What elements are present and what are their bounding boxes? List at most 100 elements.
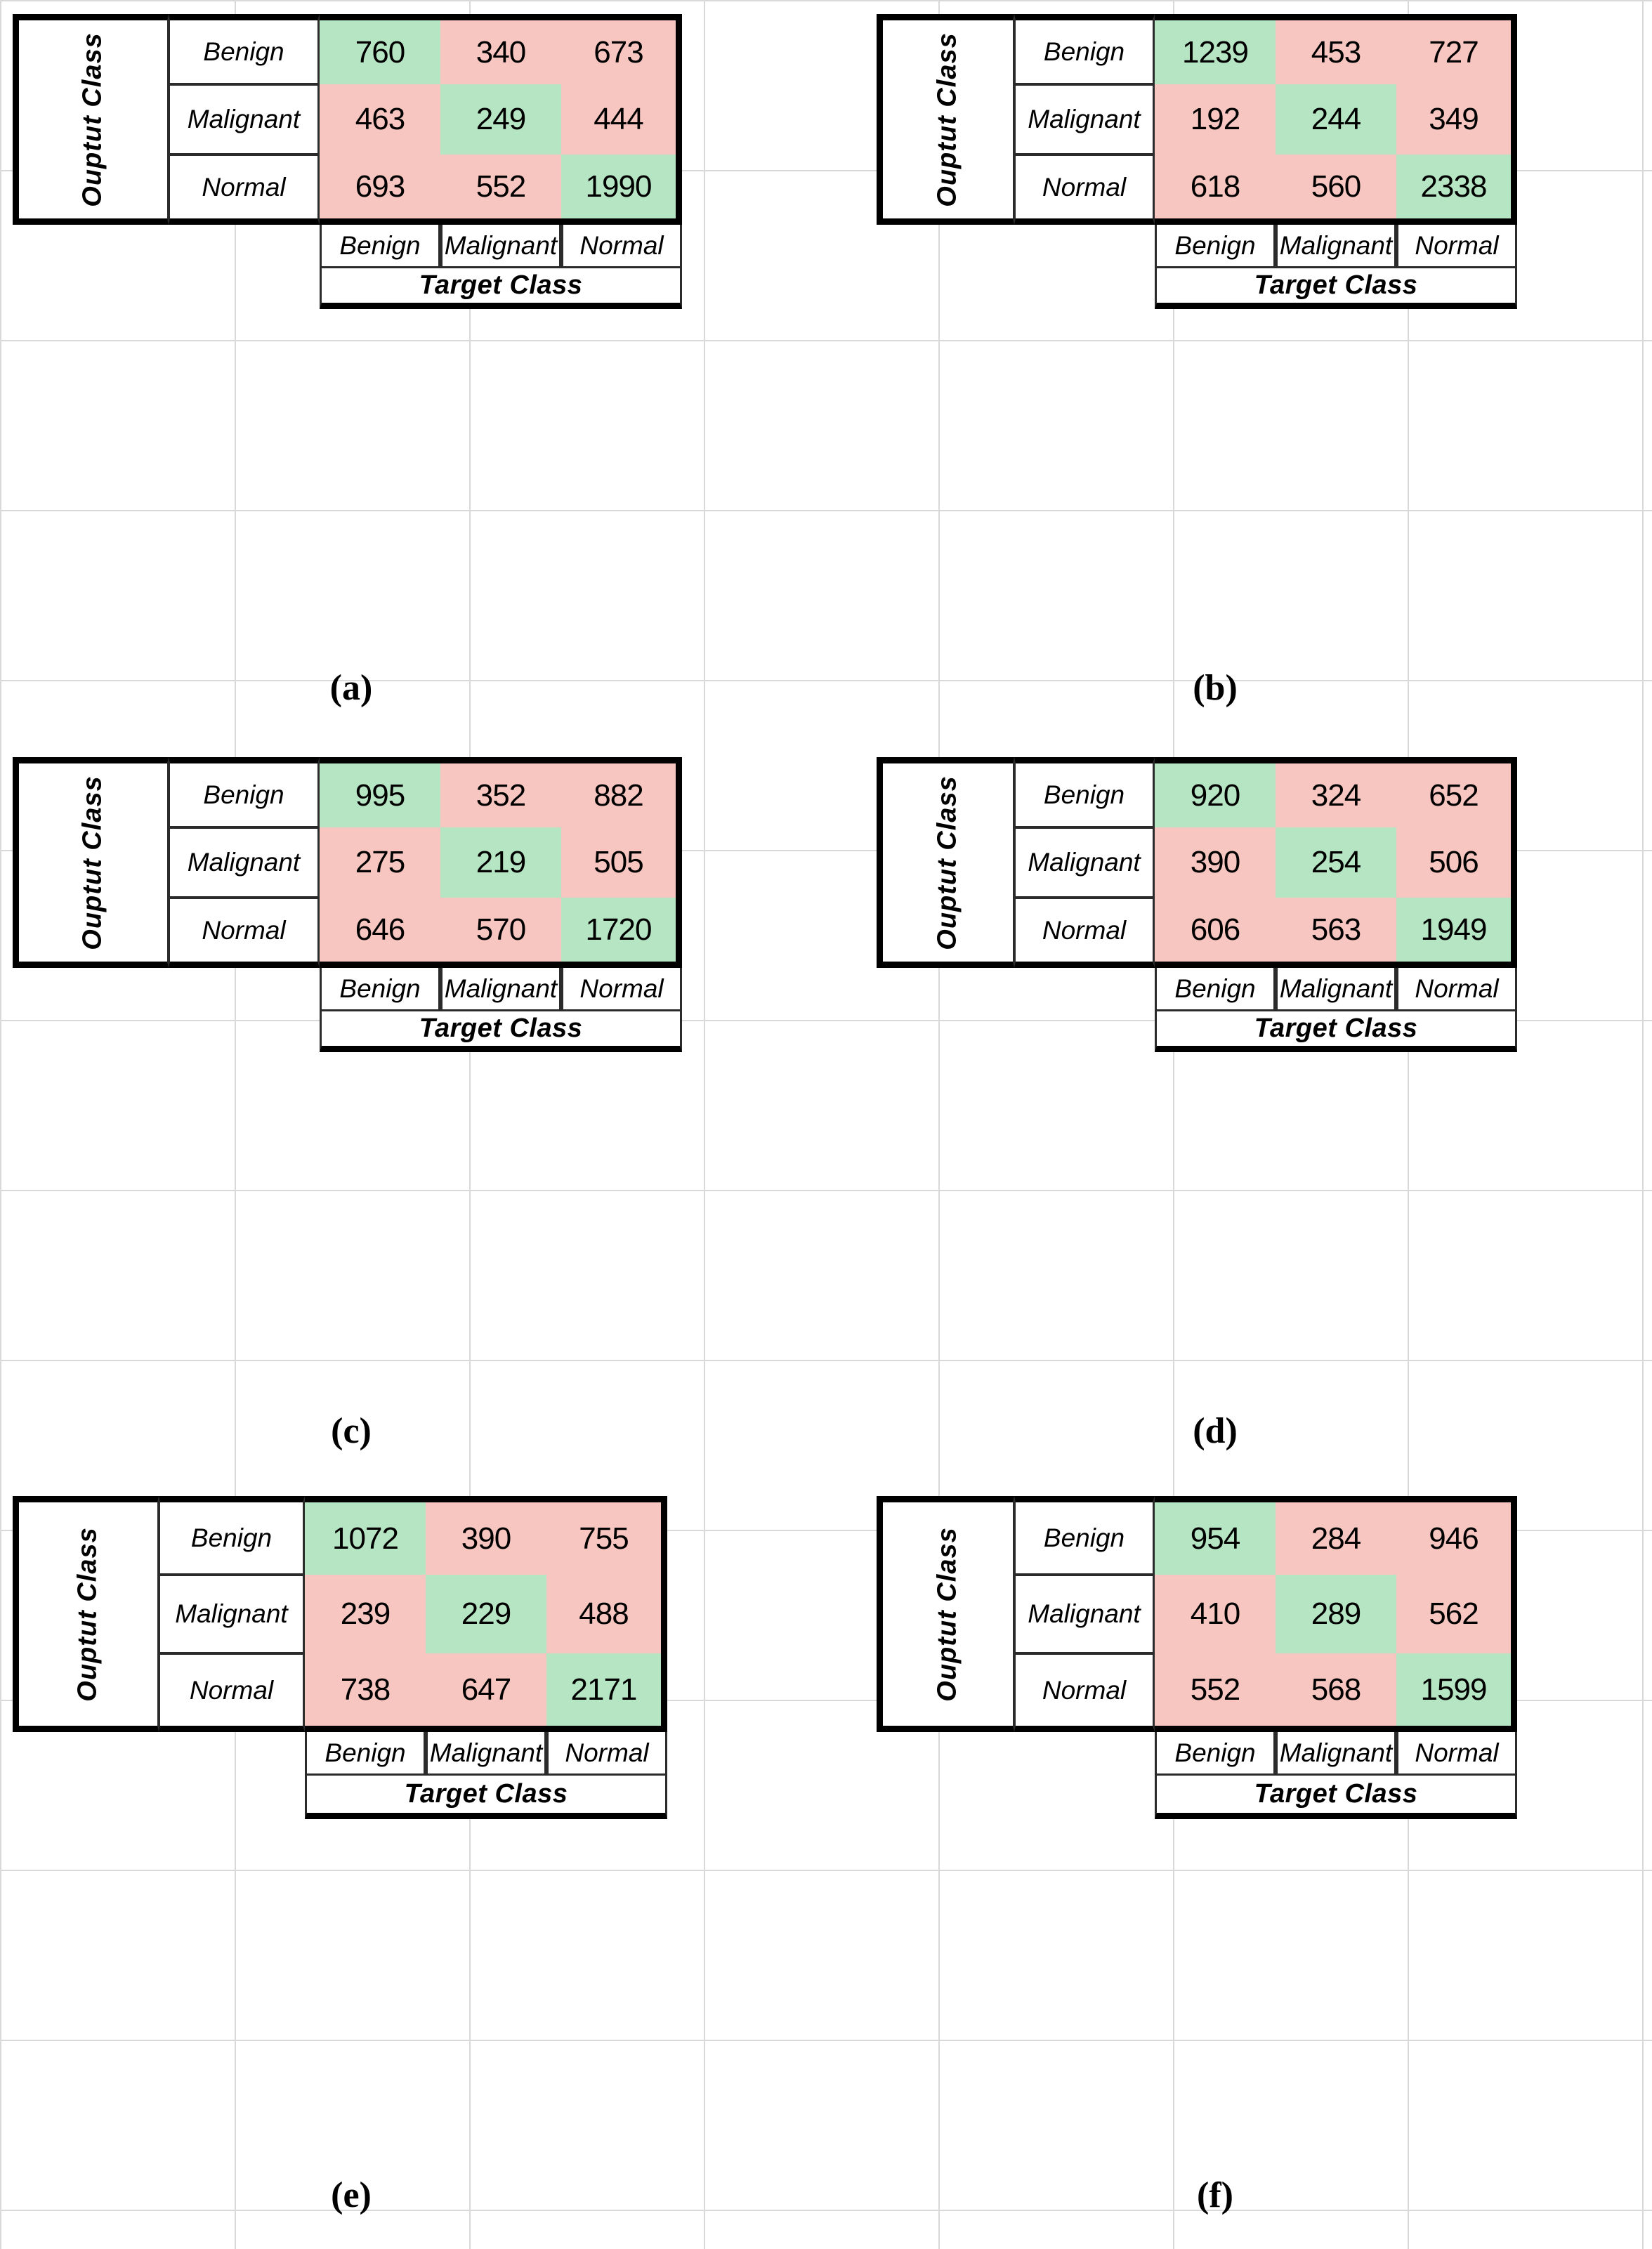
matrix-cell-r2-c2: 1990 (561, 155, 682, 225)
panel-caption: (c) (331, 1411, 372, 1451)
matrix-cell-r0-c2: 652 (1396, 757, 1517, 827)
y-axis-title-label: Ouptut Class (78, 775, 107, 950)
row-label-0: Benign (159, 1496, 305, 1575)
y-axis-title-label: Ouptut Class (78, 32, 107, 207)
row-label-0: Benign (169, 14, 320, 84)
column-label-1: Malignant (426, 1732, 546, 1776)
column-label-2: Normal (546, 1732, 667, 1776)
matrix-cell-r0-c0: 920 (1155, 757, 1276, 827)
matrix-cell-r0-c0: 995 (320, 757, 440, 827)
panel-caption: (f) (1197, 2175, 1233, 2215)
matrix-cell-r2-c0: 693 (320, 155, 440, 225)
column-label-2: Normal (561, 225, 682, 268)
x-axis-title: Target Class (1155, 1776, 1517, 1819)
column-label-0: Benign (320, 968, 440, 1011)
row-label-2: Normal (169, 898, 320, 968)
matrix-cell-r1-c1: 229 (426, 1575, 546, 1653)
matrix-cell-r1-c1: 254 (1276, 827, 1396, 898)
matrix-cell-r2-c1: 552 (440, 155, 561, 225)
matrix-cell-r0-c0: 760 (320, 14, 440, 84)
y-axis-title: Ouptut Class (877, 1496, 1014, 1732)
matrix-cell-r2-c0: 552 (1155, 1653, 1276, 1732)
matrix-cell-r1-c2: 444 (561, 84, 682, 155)
matrix-cell-r0-c2: 755 (546, 1496, 667, 1575)
column-label-0: Benign (320, 225, 440, 268)
matrix-cell-r1-c1: 249 (440, 84, 561, 155)
column-label-1: Malignant (1276, 968, 1396, 1011)
matrix-cell-r2-c2: 1720 (561, 898, 682, 968)
column-label-0: Benign (305, 1732, 426, 1776)
column-label-1: Malignant (1276, 225, 1396, 268)
matrix-cell-r1-c0: 390 (1155, 827, 1276, 898)
row-label-2: Normal (169, 155, 320, 225)
matrix-cell-r1-c1: 244 (1276, 84, 1396, 155)
matrix-cell-r0-c1: 352 (440, 757, 561, 827)
column-label-2: Normal (561, 968, 682, 1011)
x-axis-title: Target Class (320, 268, 682, 309)
y-axis-title: Ouptut Class (877, 14, 1014, 225)
matrix-cell-r2-c0: 646 (320, 898, 440, 968)
matrix-cell-r2-c1: 570 (440, 898, 561, 968)
y-axis-title-label: Ouptut Class (933, 32, 962, 207)
matrix-cell-r0-c2: 946 (1396, 1496, 1517, 1575)
matrix-cell-r1-c0: 275 (320, 827, 440, 898)
matrix-cell-r1-c1: 219 (440, 827, 561, 898)
y-axis-title-label: Ouptut Class (933, 775, 962, 950)
row-label-0: Benign (1014, 757, 1155, 827)
matrix-cell-r0-c0: 1072 (305, 1496, 426, 1575)
panel-caption: (e) (331, 2175, 372, 2215)
empty-corner (13, 225, 320, 309)
matrix-cell-r2-c1: 560 (1276, 155, 1396, 225)
empty-corner (13, 968, 320, 1052)
matrix-cell-r1-c2: 505 (561, 827, 682, 898)
row-label-1: Malignant (159, 1575, 305, 1653)
matrix-cell-r2-c0: 606 (1155, 898, 1276, 968)
y-axis-title: Ouptut Class (13, 1496, 159, 1732)
matrix-cell-r1-c0: 192 (1155, 84, 1276, 155)
matrix-cell-r2-c1: 568 (1276, 1653, 1396, 1732)
x-axis-title: Target Class (320, 1011, 682, 1052)
row-label-0: Benign (1014, 1496, 1155, 1575)
empty-corner (877, 225, 1155, 309)
y-axis-title-label: Ouptut Class (933, 1526, 962, 1702)
x-axis-title: Target Class (1155, 1011, 1517, 1052)
matrix-cell-r1-c2: 488 (546, 1575, 667, 1653)
column-label-2: Normal (1396, 1732, 1517, 1776)
matrix-cell-r2-c1: 563 (1276, 898, 1396, 968)
matrix-cell-r0-c2: 673 (561, 14, 682, 84)
panel-caption: (b) (1193, 668, 1238, 708)
column-label-0: Benign (1155, 968, 1276, 1011)
column-label-0: Benign (1155, 225, 1276, 268)
matrix-cell-r0-c1: 390 (426, 1496, 546, 1575)
y-axis-title-label: Ouptut Class (73, 1526, 103, 1702)
row-label-1: Malignant (1014, 1575, 1155, 1653)
matrix-cell-r1-c2: 506 (1396, 827, 1517, 898)
matrix-cell-r0-c0: 1239 (1155, 14, 1276, 84)
empty-corner (13, 1732, 305, 1819)
matrix-cell-r0-c1: 324 (1276, 757, 1396, 827)
column-label-2: Normal (1396, 225, 1517, 268)
matrix-cell-r2-c1: 647 (426, 1653, 546, 1732)
row-label-2: Normal (1014, 898, 1155, 968)
row-label-1: Malignant (169, 84, 320, 155)
matrix-cell-r1-c0: 463 (320, 84, 440, 155)
matrix-cell-r0-c1: 284 (1276, 1496, 1396, 1575)
matrix-cell-r0-c0: 954 (1155, 1496, 1276, 1575)
matrix-cell-r2-c2: 2338 (1396, 155, 1517, 225)
row-label-2: Normal (1014, 1653, 1155, 1732)
matrix-cell-r1-c1: 289 (1276, 1575, 1396, 1653)
matrix-cell-r0-c1: 340 (440, 14, 561, 84)
matrix-cell-r2-c2: 2171 (546, 1653, 667, 1732)
matrix-cell-r0-c1: 453 (1276, 14, 1396, 84)
x-axis-title: Target Class (305, 1776, 667, 1819)
